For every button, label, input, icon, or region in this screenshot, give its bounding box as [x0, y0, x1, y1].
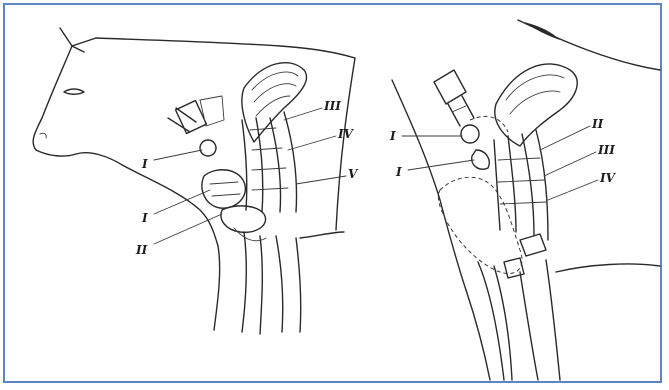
right-label-i-lower: I: [395, 165, 402, 179]
right-leader-lines: [402, 126, 598, 200]
right-label-ii: II: [591, 117, 604, 131]
left-label-i-lower: I: [141, 211, 148, 225]
right-label-iii: III: [597, 143, 615, 157]
left-label-i-upper: I: [141, 157, 148, 171]
right-calf-illustration: [392, 20, 660, 380]
left-label-iv: IV: [337, 127, 355, 141]
left-label-iii: III: [323, 99, 341, 113]
right-label-i-upper: I: [389, 129, 396, 143]
left-label-v: V: [348, 167, 359, 181]
left-leader-lines: [154, 108, 346, 244]
left-calf-illustration: [33, 28, 355, 334]
left-label-ii: II: [135, 243, 148, 257]
right-label-iv: IV: [599, 171, 617, 185]
